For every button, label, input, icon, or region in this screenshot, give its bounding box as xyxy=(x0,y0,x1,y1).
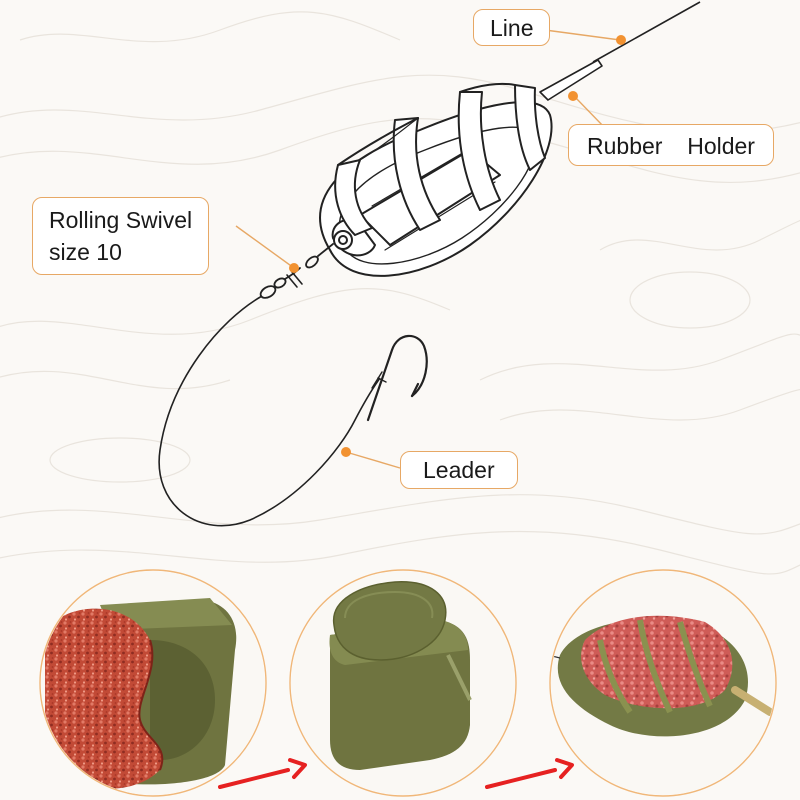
rubber-holder xyxy=(539,59,603,101)
step-mould-with-bait xyxy=(39,569,267,797)
background-contours xyxy=(0,11,800,575)
line-marker-dot xyxy=(616,35,626,45)
callout-rolling-swivel-text: Rolling Swivel xyxy=(49,207,193,233)
arrow-step-1-to-2 xyxy=(218,758,307,789)
callout-rubber-holder: Rubber Holder xyxy=(568,124,774,166)
callout-leader: Leader xyxy=(400,451,518,489)
leader-line xyxy=(158,295,381,527)
callout-connectors xyxy=(235,29,621,469)
swivel-marker-dot xyxy=(289,263,299,273)
rubber-holder-marker-dot xyxy=(568,91,578,101)
callout-line: Line xyxy=(473,9,551,46)
main-line xyxy=(592,1,701,63)
callout-rolling-swivel: Rolling Swivel size 10 xyxy=(32,197,210,275)
method-feeder xyxy=(319,82,553,277)
callout-line-text: Line xyxy=(490,15,534,41)
step-mould-pressed xyxy=(289,569,517,797)
leader-marker-dot xyxy=(341,447,351,457)
callout-rubber-holder-text: Rubber Holder xyxy=(587,133,755,159)
fish-hook xyxy=(366,334,428,422)
rolling-swivel xyxy=(259,243,334,299)
step-filled-feeder xyxy=(549,569,777,797)
callout-rolling-swivel-size: size 10 xyxy=(49,239,122,265)
callout-leader-text: Leader xyxy=(423,457,495,483)
arrow-step-2-to-3 xyxy=(485,758,574,789)
